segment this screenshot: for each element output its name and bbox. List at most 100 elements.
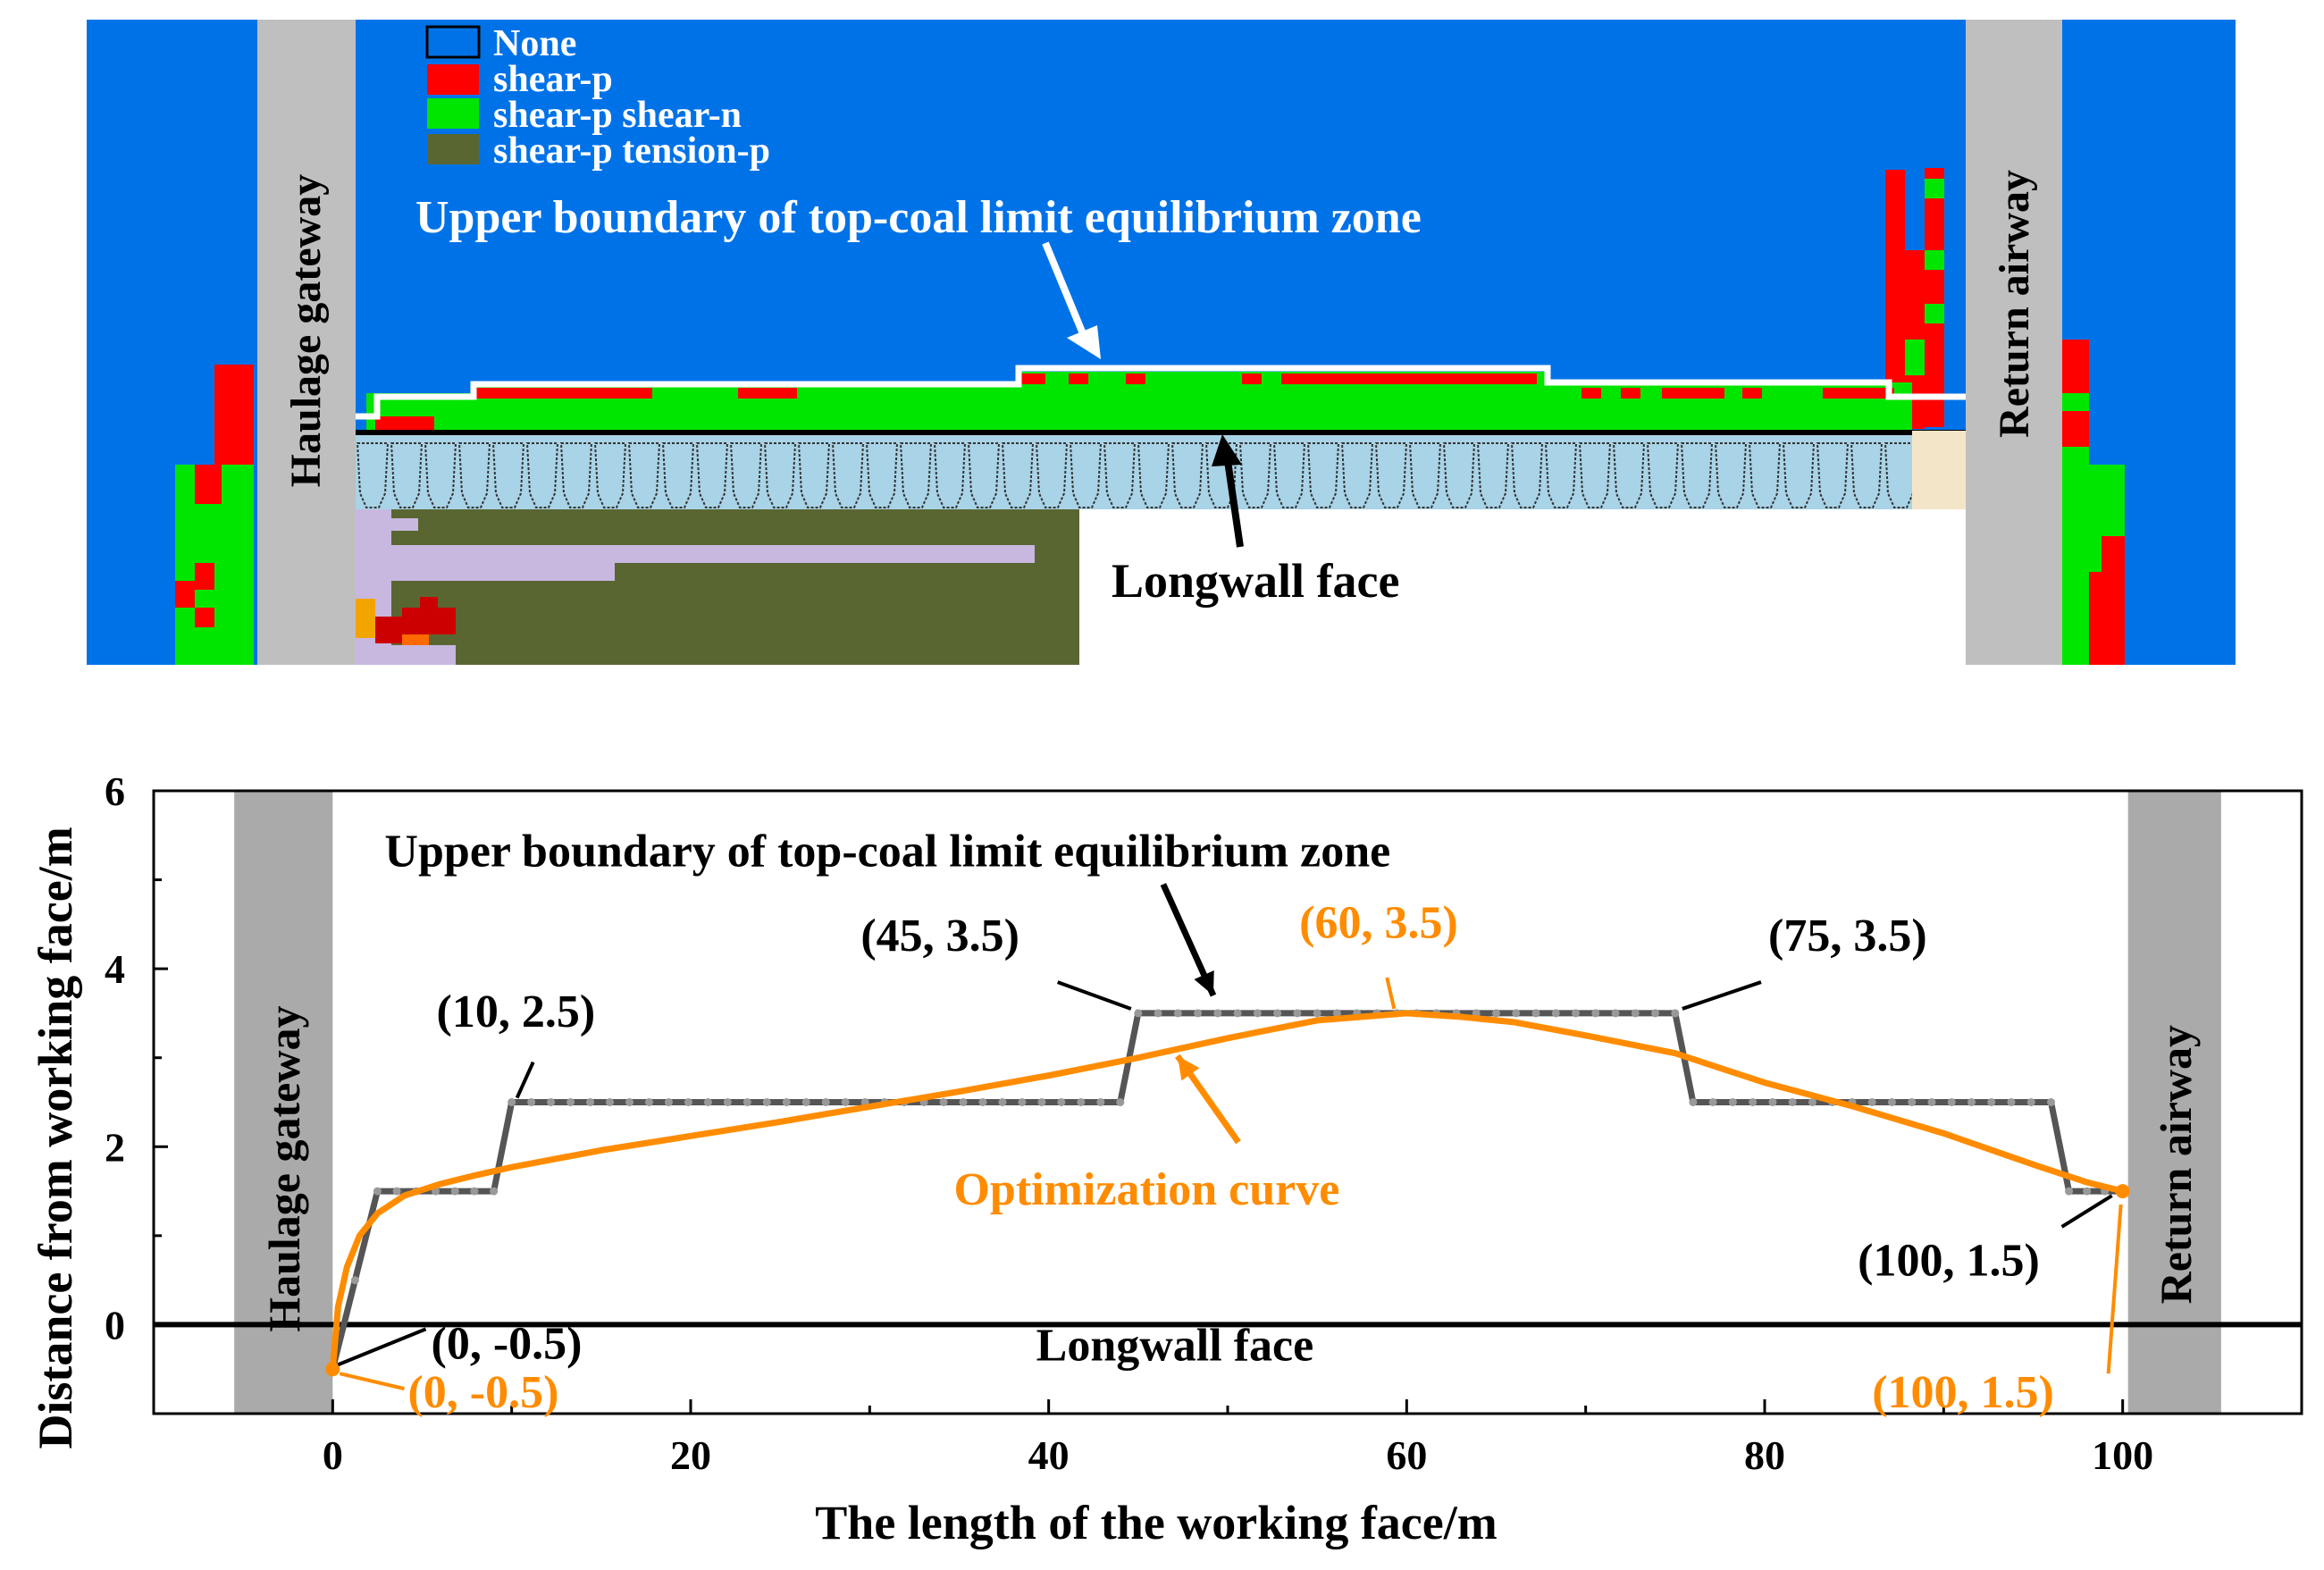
y-tick-label: 0 bbox=[105, 1302, 125, 1348]
boundary-series-point bbox=[1332, 1009, 1341, 1018]
boundary-series-point bbox=[1908, 1098, 1917, 1106]
support-shield bbox=[1782, 442, 1816, 508]
annotation-0-black-leader bbox=[337, 1327, 427, 1367]
boundary-series-point bbox=[450, 1187, 459, 1196]
support-shield bbox=[1306, 442, 1340, 508]
support-shield bbox=[559, 442, 593, 508]
support-shield bbox=[1069, 442, 1103, 508]
legend-swatch-shear-p bbox=[427, 64, 479, 95]
boundary-series-point bbox=[998, 1098, 1007, 1106]
boundary-series-point bbox=[1037, 1098, 1046, 1106]
boundary-series-point bbox=[801, 1098, 810, 1106]
annotation-100: (100, 1.5) bbox=[1858, 1236, 2040, 1287]
annotation-60-leader bbox=[1385, 977, 1397, 1010]
boundary-series-point bbox=[1651, 1009, 1660, 1018]
top-boundary-line bbox=[353, 365, 1966, 420]
support-shield bbox=[1510, 442, 1544, 508]
chart-haulage-label: Haulage gateway bbox=[259, 1006, 309, 1332]
top-boundary-arrow bbox=[1042, 241, 1092, 348]
boundary-series-point bbox=[1531, 1009, 1540, 1018]
support-shield bbox=[1544, 442, 1578, 508]
boundary-series-point bbox=[1551, 1009, 1560, 1018]
support-shield bbox=[661, 442, 695, 508]
boundary-series-point bbox=[1077, 1098, 1086, 1106]
boundary-series-point bbox=[1154, 1009, 1162, 1018]
boundary-series-point bbox=[1512, 1009, 1521, 1018]
legend-label-none: None bbox=[493, 23, 576, 64]
boundary-series-point bbox=[625, 1098, 633, 1106]
boundary-series-point bbox=[644, 1098, 653, 1106]
boundary-annotation: Upper boundary of top-coal limit equilib… bbox=[384, 827, 1390, 877]
boundary-series-point bbox=[1096, 1098, 1105, 1106]
boundary-series-point bbox=[1768, 1098, 1777, 1106]
boundary-series-point bbox=[1987, 1098, 1996, 1106]
boundary-series-point bbox=[1057, 1098, 1066, 1106]
annotation-0-black: (0, -0.5) bbox=[432, 1318, 583, 1369]
boundary-arrow-head bbox=[1194, 970, 1214, 996]
boundary-series-point bbox=[782, 1098, 791, 1106]
support-shield bbox=[525, 442, 559, 508]
boundary-series-point bbox=[703, 1098, 712, 1106]
top-boundary-arrowhead bbox=[1067, 325, 1101, 359]
support-shield bbox=[1204, 442, 1238, 508]
boundary-series-point bbox=[978, 1098, 987, 1106]
boundary-series-point bbox=[586, 1098, 595, 1106]
support-shield bbox=[1578, 442, 1612, 508]
boundary-series-point bbox=[1173, 1009, 1182, 1018]
annotation-100-orange: (100, 1.5) bbox=[1872, 1367, 2054, 1418]
boundary-series-point bbox=[723, 1098, 732, 1106]
boundary-series-point bbox=[1233, 1009, 1242, 1018]
plastic-zone-panel: Haulage gateway Return airway None shear… bbox=[87, 20, 2236, 665]
boundary-series-point bbox=[1492, 1009, 1500, 1018]
optimization-start-point bbox=[325, 1362, 340, 1377]
annotation-0-orange-leader bbox=[339, 1372, 405, 1391]
x-tick-label: 0 bbox=[323, 1432, 343, 1478]
boundary-series-point bbox=[1927, 1098, 1936, 1106]
legend-label-shear-p: shear-p bbox=[493, 59, 613, 100]
boundary-series-point bbox=[1808, 1098, 1816, 1106]
boundary-series-point bbox=[1631, 1009, 1640, 1018]
support-shield bbox=[763, 442, 797, 508]
boundary-series-point bbox=[1313, 1009, 1321, 1018]
boundary-series-point bbox=[1671, 1009, 1680, 1018]
boundary-series-point bbox=[1213, 1009, 1222, 1018]
support-shield bbox=[593, 442, 627, 508]
x-tick-label: 20 bbox=[670, 1432, 711, 1478]
support-shield bbox=[457, 442, 491, 508]
support-shield bbox=[1170, 442, 1204, 508]
support-shield bbox=[491, 442, 525, 508]
optimization-end-point bbox=[2115, 1184, 2130, 1199]
boundary-series-point bbox=[527, 1098, 536, 1106]
support-shield bbox=[1137, 442, 1170, 508]
boundary-series-point bbox=[2026, 1098, 2035, 1106]
boundary-series-point bbox=[606, 1098, 615, 1106]
goaf-region bbox=[356, 509, 1079, 665]
boundary-series-point bbox=[1134, 1009, 1143, 1018]
mined-area bbox=[1079, 509, 1966, 665]
boundary-series-point bbox=[566, 1098, 575, 1106]
support-shield bbox=[797, 442, 831, 508]
boundary-series-point bbox=[762, 1098, 771, 1106]
boundary-series-point bbox=[1591, 1009, 1600, 1018]
support-shield bbox=[390, 442, 424, 508]
boundary-series-point bbox=[1947, 1098, 1956, 1106]
support-shield bbox=[1884, 442, 1917, 508]
y-axis-label: Distance from working face/m bbox=[29, 827, 82, 1448]
support-shield bbox=[899, 442, 933, 508]
support-shield bbox=[1340, 442, 1374, 508]
boundary-series-point bbox=[1116, 1098, 1125, 1106]
boundary-series-point bbox=[490, 1187, 499, 1196]
support-shield bbox=[1476, 442, 1510, 508]
boundary-series-point bbox=[1611, 1009, 1620, 1018]
support-shield bbox=[1748, 442, 1782, 508]
boundary-series-point bbox=[821, 1098, 830, 1106]
support-shield bbox=[1238, 442, 1272, 508]
support-shield bbox=[1714, 442, 1748, 508]
y-tick-label: 6 bbox=[105, 768, 125, 814]
support-shield bbox=[1680, 442, 1714, 508]
support-shield bbox=[1103, 442, 1137, 508]
legend-swatch-shear-n bbox=[427, 98, 479, 129]
boundary-series-point bbox=[939, 1098, 948, 1106]
support-shield bbox=[729, 442, 763, 508]
